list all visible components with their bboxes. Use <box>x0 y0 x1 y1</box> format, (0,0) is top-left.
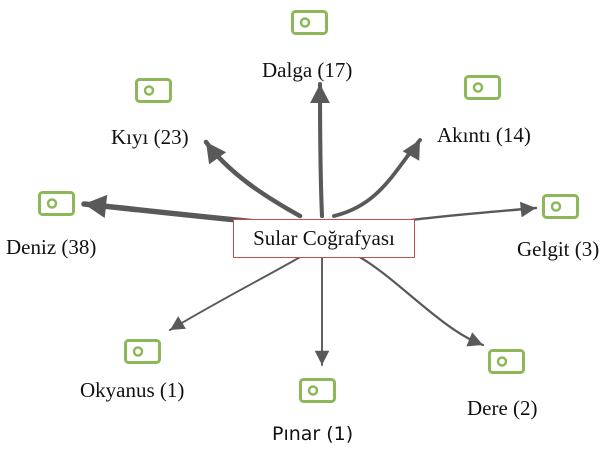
akinti-label: Akıntı (14) <box>437 123 531 147</box>
dere-tag-icon[interactable] <box>488 349 530 375</box>
kiyi-tag-icon[interactable] <box>135 78 177 104</box>
edge-gelgit <box>393 206 538 224</box>
center-node[interactable]: Sular Coğrafyası <box>233 219 415 258</box>
pinar-tag-icon[interactable] <box>299 378 341 404</box>
pinar-label: Pınar (1) <box>272 423 354 445</box>
okyanus-label: Okyanus (1) <box>80 378 185 402</box>
arrowhead-gelgit <box>520 201 536 218</box>
okyanus-tag-icon[interactable] <box>124 339 166 365</box>
akinti-tag-icon[interactable] <box>464 75 506 101</box>
edge-dere <box>348 250 485 347</box>
gelgit-tag-icon[interactable] <box>542 194 584 220</box>
dalga-label: Dalga (17) <box>262 58 353 82</box>
arrowhead-deniz <box>84 194 108 218</box>
deniz-label: Deniz (38) <box>6 235 97 259</box>
deniz-tag-icon[interactable] <box>38 191 80 217</box>
arrowhead-okyanus <box>170 316 186 330</box>
center-node-label: Sular Coğrafyası <box>253 226 395 250</box>
dalga-tag-icon[interactable] <box>291 10 333 36</box>
gelgit-label: Gelgit (3) <box>517 237 600 261</box>
edge-dalga <box>317 81 325 219</box>
edge-okyanus <box>169 255 303 331</box>
dere-label: Dere (2) <box>467 396 538 420</box>
arrowhead-dere <box>466 332 483 347</box>
arrowhead-akinti <box>402 140 420 161</box>
arrowhead-pinar <box>314 350 330 365</box>
arrowhead-kiyi <box>206 142 227 165</box>
kiyi-label: Kıyı (23) <box>111 125 189 149</box>
arrowhead-dalga <box>310 84 330 103</box>
